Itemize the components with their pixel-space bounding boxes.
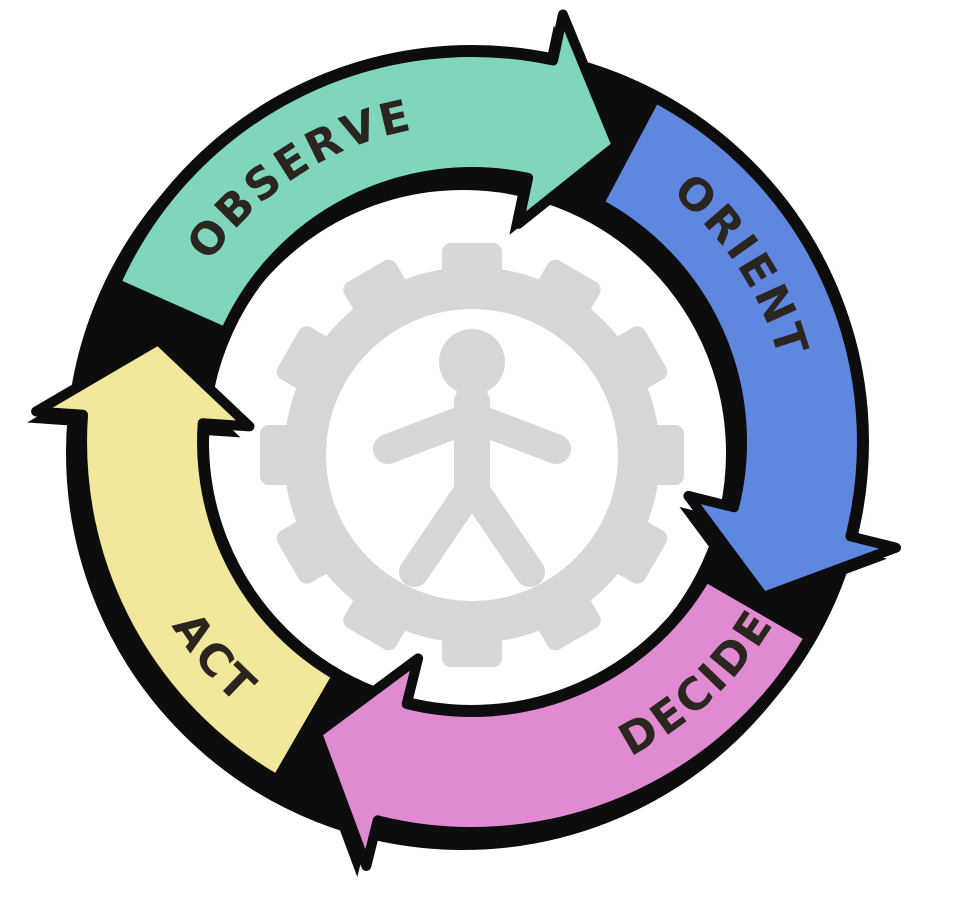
person-head: [439, 329, 505, 395]
segment-act-arrow: [31, 335, 342, 785]
person-legs: [399, 472, 545, 587]
segment-observe-arrow: [110, 9, 622, 338]
person-icon: [373, 329, 571, 587]
segment-orient-arrow: [593, 92, 901, 602]
segment-decide-arrow: [312, 572, 815, 871]
